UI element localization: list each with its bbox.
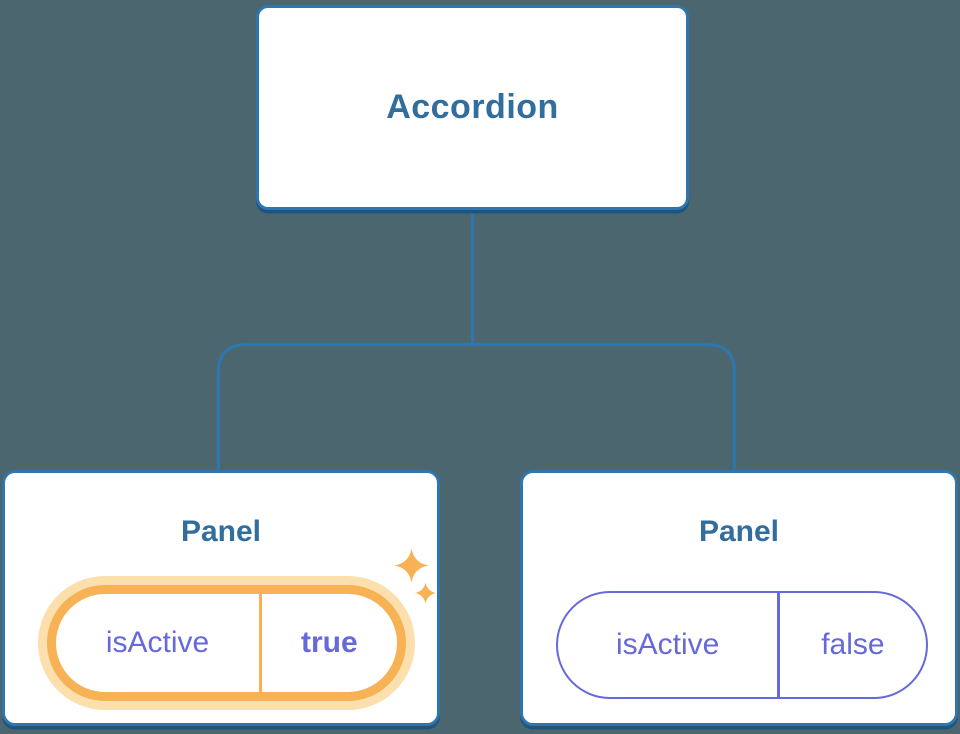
prop-name-label: isActive — [615, 628, 720, 661]
pill-divider — [777, 593, 780, 697]
pill-divider — [259, 594, 262, 692]
prop-value-label: false — [821, 628, 885, 661]
prop-value-label: true — [300, 626, 358, 659]
prop-pill-active: isActive true — [47, 585, 406, 701]
panel-node-active: Panel isActive true — [2, 470, 440, 726]
accordion-label: Accordion — [386, 88, 559, 126]
sparkles-icon — [394, 548, 436, 604]
panel-node-inactive: Panel isActive false — [520, 470, 958, 726]
connector-branch — [216, 342, 737, 471]
accordion-node: Accordion — [256, 5, 689, 210]
panel-title: Panel — [698, 515, 780, 548]
panel-title: Panel — [180, 515, 262, 548]
prop-pill-inactive: isActive false — [556, 591, 928, 699]
prop-name-label: isActive — [105, 626, 210, 659]
